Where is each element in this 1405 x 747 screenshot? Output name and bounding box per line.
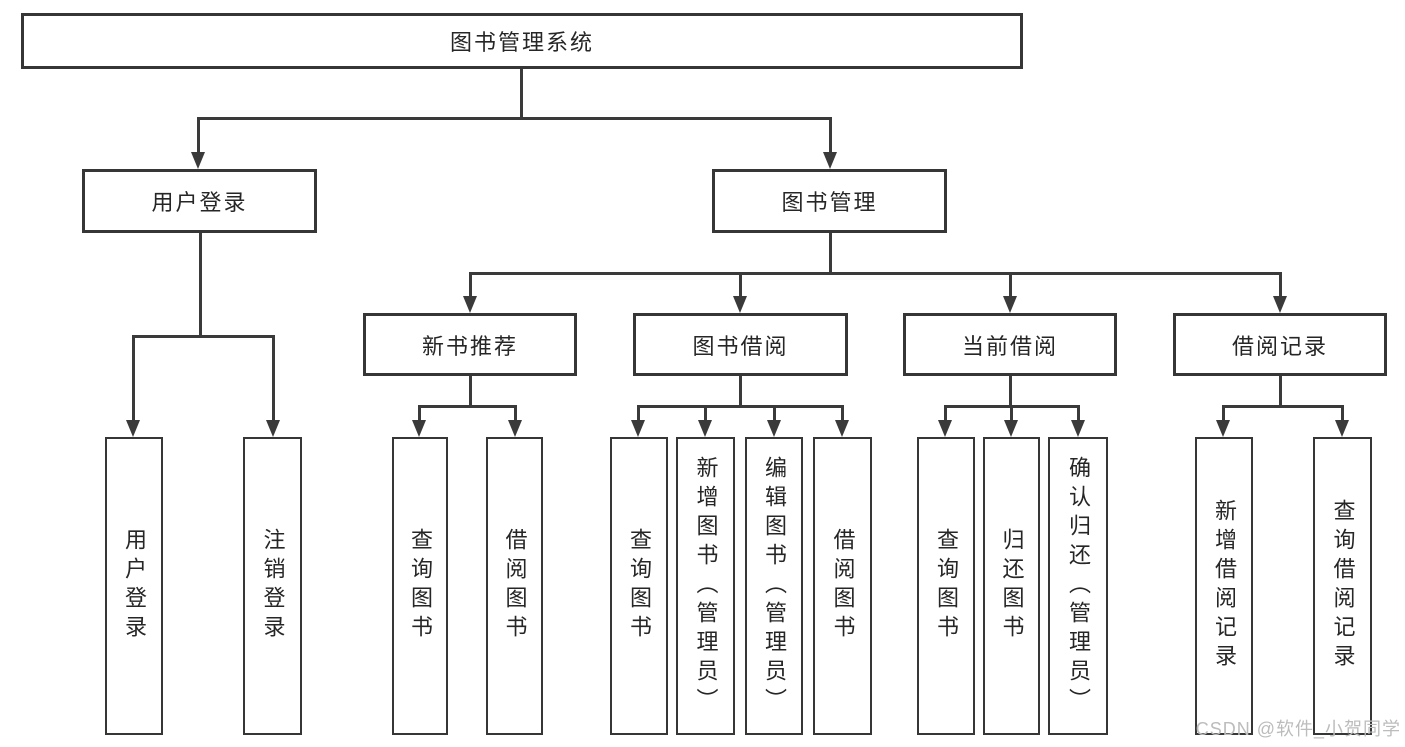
- arrow-down-icon: [508, 420, 522, 437]
- connector-line: [943, 405, 947, 422]
- arrow-down-icon: [126, 420, 140, 437]
- connector-line: [1076, 405, 1080, 422]
- connector-line: [1221, 404, 1344, 408]
- arrow-down-icon: [835, 420, 849, 437]
- node-current-borrow-label: 当前借阅: [961, 333, 1058, 359]
- connector-line: [828, 233, 832, 273]
- leaf-query-borrow-record: 查询借阅记录: [1313, 437, 1372, 735]
- arrow-down-icon: [733, 296, 747, 313]
- connector-line: [1008, 272, 1012, 298]
- node-root-library-system: 图书管理系统: [21, 13, 1023, 69]
- leaf-query-borrow-record-label: 查询借阅记录: [1330, 499, 1356, 673]
- connector-line: [519, 69, 523, 118]
- csdn-watermark: CSDN @软件_小贺同学: [1195, 719, 1401, 739]
- connector-line: [772, 405, 776, 422]
- node-user-login-label: 用户登录: [151, 190, 248, 215]
- connector-line: [197, 116, 831, 120]
- connector-line: [738, 272, 742, 298]
- leaf-current-query-books: 查询图书: [917, 437, 975, 735]
- arrow-down-icon: [767, 420, 781, 437]
- node-borrow-records: 借阅记录: [1173, 313, 1387, 376]
- leaf-add-books-admin-label: 新增图书（管理员）: [693, 455, 719, 717]
- node-book-borrow-label: 图书借阅: [692, 333, 789, 359]
- leaf-recommend-query-books-label: 查询图书: [408, 528, 433, 644]
- leaf-confirm-return-admin-label: 确认归还（管理员）: [1066, 455, 1091, 717]
- arrow-down-icon: [1003, 296, 1017, 313]
- connector-line: [417, 405, 421, 422]
- arrow-down-icon: [191, 152, 205, 169]
- leaf-edit-books-admin-label: 编辑图书（管理员）: [762, 455, 787, 717]
- arrow-down-icon: [698, 420, 712, 437]
- connector-line: [840, 405, 844, 422]
- leaf-add-borrow-record: 新增借阅记录: [1195, 437, 1253, 735]
- leaf-current-query-books-label: 查询图书: [934, 528, 959, 644]
- arrow-down-icon: [266, 420, 280, 437]
- connector-line: [1278, 376, 1282, 407]
- connector-line: [271, 335, 275, 421]
- connector-line: [1008, 376, 1012, 407]
- connector-line: [738, 376, 742, 407]
- node-new-book-recommend-label: 新书推荐: [421, 333, 518, 359]
- connector-line: [636, 404, 844, 408]
- connector-line: [131, 335, 135, 421]
- leaf-user-login-label: 用户登录: [122, 528, 147, 644]
- arrow-down-icon: [1071, 420, 1085, 437]
- arrow-down-icon: [1335, 420, 1349, 437]
- node-borrow-records-label: 借阅记录: [1231, 333, 1328, 359]
- leaf-edit-books-admin: 编辑图书（管理员）: [745, 437, 803, 735]
- connector-line: [132, 334, 274, 338]
- leaf-borrow-books-label: 借阅图书: [830, 528, 856, 644]
- leaf-recommend-query-books: 查询图书: [392, 437, 448, 735]
- connector-line: [468, 376, 472, 407]
- leaf-user-login: 用户登录: [105, 437, 163, 735]
- leaf-borrow-query-books-label: 查询图书: [627, 528, 652, 644]
- leaf-recommend-borrow-books-label: 借阅图书: [502, 528, 528, 644]
- arrow-down-icon: [463, 296, 477, 313]
- connector-line: [1278, 272, 1282, 298]
- connector-line: [468, 271, 1282, 275]
- leaf-borrow-query-books: 查询图书: [610, 437, 668, 735]
- arrow-down-icon: [1004, 420, 1018, 437]
- arrow-down-icon: [412, 420, 426, 437]
- arrow-down-icon: [1273, 296, 1287, 313]
- arrow-down-icon: [631, 420, 645, 437]
- leaf-confirm-return-admin: 确认归还（管理员）: [1048, 437, 1108, 735]
- node-new-book-recommend: 新书推荐: [363, 313, 577, 376]
- connector-line: [1009, 405, 1013, 422]
- connector-line: [1221, 405, 1225, 422]
- leaf-return-books-label: 归还图书: [999, 528, 1025, 644]
- node-book-management-label: 图书管理: [781, 190, 878, 215]
- connector-line: [468, 272, 472, 298]
- connector-line: [828, 117, 832, 153]
- arrow-down-icon: [1216, 420, 1230, 437]
- connector-line: [198, 233, 202, 337]
- arrow-down-icon: [823, 152, 837, 169]
- connector-line: [1340, 405, 1344, 422]
- node-root-label: 图书管理系统: [449, 30, 594, 55]
- leaf-add-books-admin: 新增图书（管理员）: [676, 437, 735, 735]
- leaf-return-books: 归还图书: [983, 437, 1040, 735]
- leaf-logout: 注销登录: [243, 437, 302, 735]
- node-user-login: 用户登录: [82, 169, 317, 233]
- leaf-borrow-books: 借阅图书: [813, 437, 872, 735]
- connector-line: [513, 405, 517, 422]
- node-current-borrow: 当前借阅: [903, 313, 1117, 376]
- connector-line: [636, 405, 640, 422]
- arrow-down-icon: [938, 420, 952, 437]
- connector-line: [703, 405, 707, 422]
- leaf-logout-label: 注销登录: [260, 528, 286, 644]
- connector-line: [417, 404, 517, 408]
- node-book-management: 图书管理: [712, 169, 947, 233]
- leaf-recommend-borrow-books: 借阅图书: [486, 437, 543, 735]
- node-book-borrow: 图书借阅: [633, 313, 848, 376]
- leaf-add-borrow-record-label: 新增借阅记录: [1212, 499, 1237, 673]
- connector-line: [196, 117, 200, 153]
